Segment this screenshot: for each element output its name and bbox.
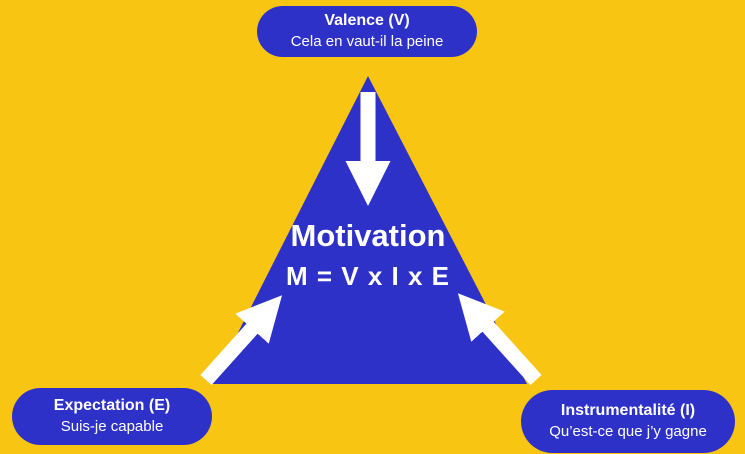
triangle-shape [212, 76, 527, 384]
node-valence-subtitle: Cela en vaut-il la peine [290, 33, 444, 51]
node-instrumentalite: Instrumentalité (I) Qu’est-ce que j’y ga… [521, 390, 735, 453]
node-instrumentalite-title: Instrumentalité (I) [560, 402, 696, 420]
node-instrumentalite-subtitle: Qu’est-ce que j’y gagne [549, 423, 707, 441]
node-expectation-title: Expectation (E) [53, 397, 171, 415]
arrow-up-left-icon [457, 293, 542, 386]
motivation-title: Motivation [290, 218, 446, 253]
node-valence: Valence (V) Cela en vaut-il la peine [257, 6, 477, 57]
triangle-center-label: Motivation M = V x I x E [286, 218, 450, 292]
node-valence-title: Valence (V) [324, 12, 410, 30]
node-expectation: Expectation (E) Suis-je capable [12, 388, 212, 445]
arrow-up-right-icon [200, 295, 283, 386]
node-expectation-subtitle: Suis-je capable [60, 418, 164, 436]
motivation-formula: M = V x I x E [285, 261, 451, 291]
